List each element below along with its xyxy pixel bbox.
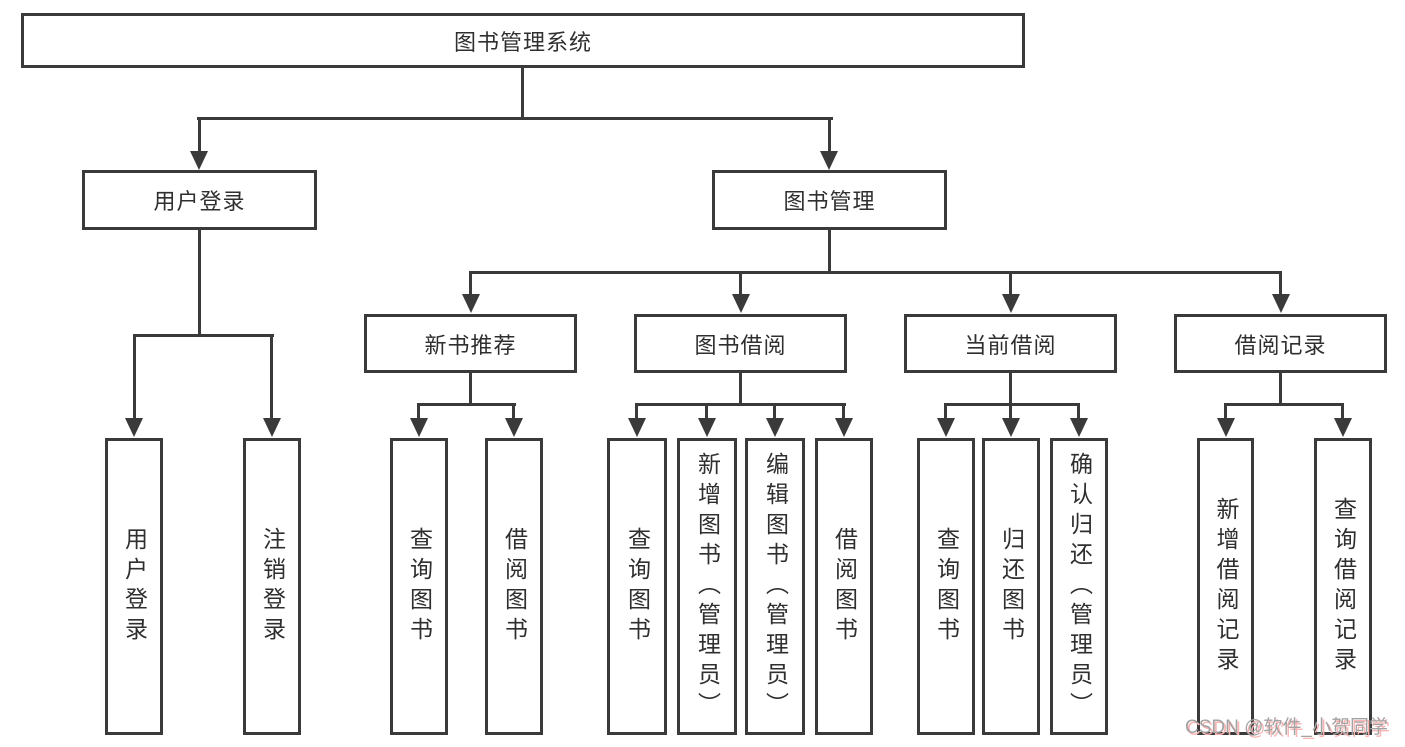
arrowhead bbox=[1070, 418, 1088, 437]
node-borrowing-records: 借阅记录 bbox=[1174, 314, 1387, 373]
connector-line bbox=[1077, 403, 1080, 422]
leaf-borrowing-query-books: 查询图书 bbox=[607, 438, 667, 735]
arrowhead bbox=[125, 418, 143, 437]
leaf-current-return-books: 归还图书 bbox=[982, 438, 1040, 735]
leaf-borrowing-edit-books-admin: 编辑图书（管理员） bbox=[745, 438, 805, 735]
leaf-current-query-books: 查询图书 bbox=[917, 438, 975, 735]
leaf-label: 借阅图书 bbox=[831, 526, 858, 647]
connector-line bbox=[270, 334, 273, 420]
connector-line bbox=[635, 403, 846, 406]
leaf-borrowing-add-books-admin: 新增图书（管理员） bbox=[677, 438, 737, 735]
connector-line bbox=[1009, 271, 1012, 299]
connector-line bbox=[739, 373, 742, 406]
connector-line bbox=[1009, 403, 1012, 422]
connector-line bbox=[469, 271, 472, 299]
leaf-label: 借阅图书 bbox=[501, 526, 528, 647]
arrowhead bbox=[628, 418, 646, 437]
leaf-label: 注销登录 bbox=[259, 526, 286, 647]
connector-line bbox=[705, 403, 708, 422]
leaf-label: 确认归还（管理员） bbox=[1066, 451, 1093, 722]
connector-line bbox=[417, 403, 516, 406]
arrowhead bbox=[820, 151, 838, 170]
node-new-book-recommend: 新书推荐 bbox=[364, 314, 577, 373]
node-library-management-system: 图书管理系统 bbox=[21, 13, 1025, 68]
connector-line bbox=[828, 230, 831, 274]
leaf-label: 查询图书 bbox=[933, 526, 960, 647]
connector-line bbox=[1279, 271, 1282, 299]
connector-line bbox=[739, 271, 742, 299]
arrowhead bbox=[1272, 294, 1290, 313]
arrowhead bbox=[835, 418, 853, 437]
connector-line bbox=[133, 334, 136, 420]
arrowhead bbox=[937, 418, 955, 437]
leaf-borrowing-borrow-books: 借阅图书 bbox=[815, 438, 873, 735]
connector-line bbox=[198, 230, 201, 337]
node-user-login: 用户登录 bbox=[82, 170, 317, 230]
connector-line bbox=[469, 373, 472, 406]
connector-line bbox=[828, 117, 831, 153]
leaf-label: 新增借阅记录 bbox=[1213, 496, 1239, 677]
arrowhead bbox=[1334, 418, 1352, 437]
leaf-label: 查询图书 bbox=[624, 526, 651, 647]
arrowhead bbox=[462, 294, 480, 313]
arrowhead bbox=[1002, 418, 1020, 437]
arrowhead bbox=[410, 418, 428, 437]
node-book-borrowing: 图书借阅 bbox=[634, 314, 847, 373]
arrowhead bbox=[263, 418, 281, 437]
leaf-user-login: 用户登录 bbox=[105, 438, 163, 735]
connector-line bbox=[773, 403, 776, 422]
connector-line bbox=[512, 403, 515, 422]
leaf-newbooks-borrow-books: 借阅图书 bbox=[485, 438, 543, 735]
leaf-current-confirm-return-admin: 确认归还（管理员） bbox=[1050, 438, 1108, 735]
arrowhead bbox=[1002, 294, 1020, 313]
arrowhead bbox=[1217, 418, 1235, 437]
connector-line bbox=[944, 403, 1080, 406]
connector-line bbox=[1341, 403, 1344, 422]
connector-line bbox=[1224, 403, 1344, 406]
arrowhead bbox=[190, 151, 208, 170]
connector-line bbox=[944, 403, 947, 422]
leaf-records-query-record: 查询借阅记录 bbox=[1314, 438, 1372, 735]
connector-line bbox=[842, 403, 845, 422]
connector-line bbox=[635, 403, 638, 422]
leaf-logout: 注销登录 bbox=[243, 438, 301, 735]
leaf-label: 用户登录 bbox=[121, 526, 148, 647]
connector-line bbox=[197, 117, 833, 120]
leaf-records-add-record: 新增借阅记录 bbox=[1197, 438, 1254, 735]
leaf-label: 归还图书 bbox=[998, 526, 1025, 647]
connector-line bbox=[133, 334, 274, 337]
connector-line bbox=[1009, 373, 1012, 406]
connector-line bbox=[1224, 403, 1227, 422]
arrowhead bbox=[698, 418, 716, 437]
node-book-management: 图书管理 bbox=[712, 170, 947, 230]
leaf-newbooks-query-books: 查询图书 bbox=[390, 438, 448, 735]
leaf-label: 新增图书（管理员） bbox=[694, 451, 721, 722]
arrowhead bbox=[766, 418, 784, 437]
connector-line bbox=[417, 403, 420, 422]
connector-line bbox=[198, 117, 201, 153]
arrowhead bbox=[505, 418, 523, 437]
csdn-watermark: CSDN @软件_小贺同学 bbox=[1185, 717, 1388, 738]
node-current-borrowing: 当前借阅 bbox=[904, 314, 1117, 373]
leaf-label: 查询图书 bbox=[406, 526, 433, 647]
connector-line bbox=[1279, 373, 1282, 406]
arrowhead bbox=[732, 294, 750, 313]
leaf-label: 编辑图书（管理员） bbox=[762, 451, 789, 722]
connector-line bbox=[469, 271, 1282, 274]
leaf-label: 查询借阅记录 bbox=[1330, 496, 1357, 677]
connector-line bbox=[521, 68, 524, 119]
